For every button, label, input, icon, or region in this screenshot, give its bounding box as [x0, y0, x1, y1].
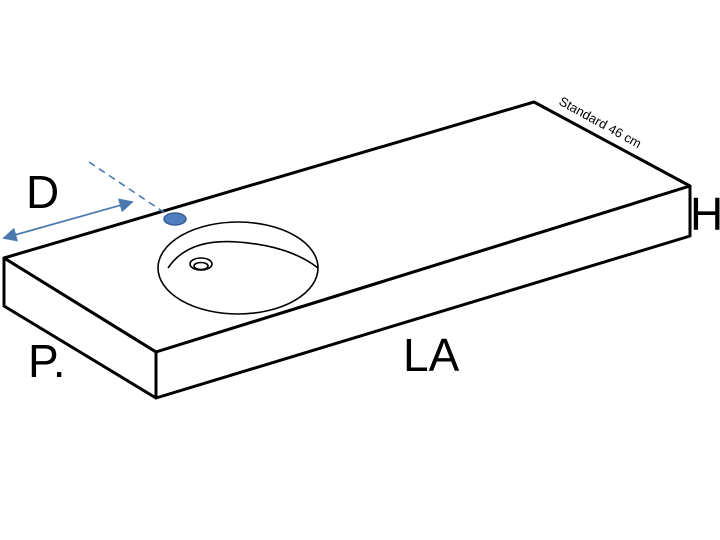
front-face	[154, 184, 692, 400]
tap-hole	[163, 212, 187, 226]
countertop-slab	[2, 100, 692, 400]
basin-inner-edge	[167, 240, 319, 269]
label-depth: D	[26, 166, 59, 218]
drain-hole-inner	[193, 261, 209, 271]
basin	[157, 221, 319, 315]
label-width: P.	[28, 335, 66, 387]
depth-dimension-arrow	[2, 198, 134, 242]
depth-guide-dashed	[88, 161, 166, 214]
label-height: H	[690, 188, 720, 240]
label-length: LA	[403, 329, 460, 381]
